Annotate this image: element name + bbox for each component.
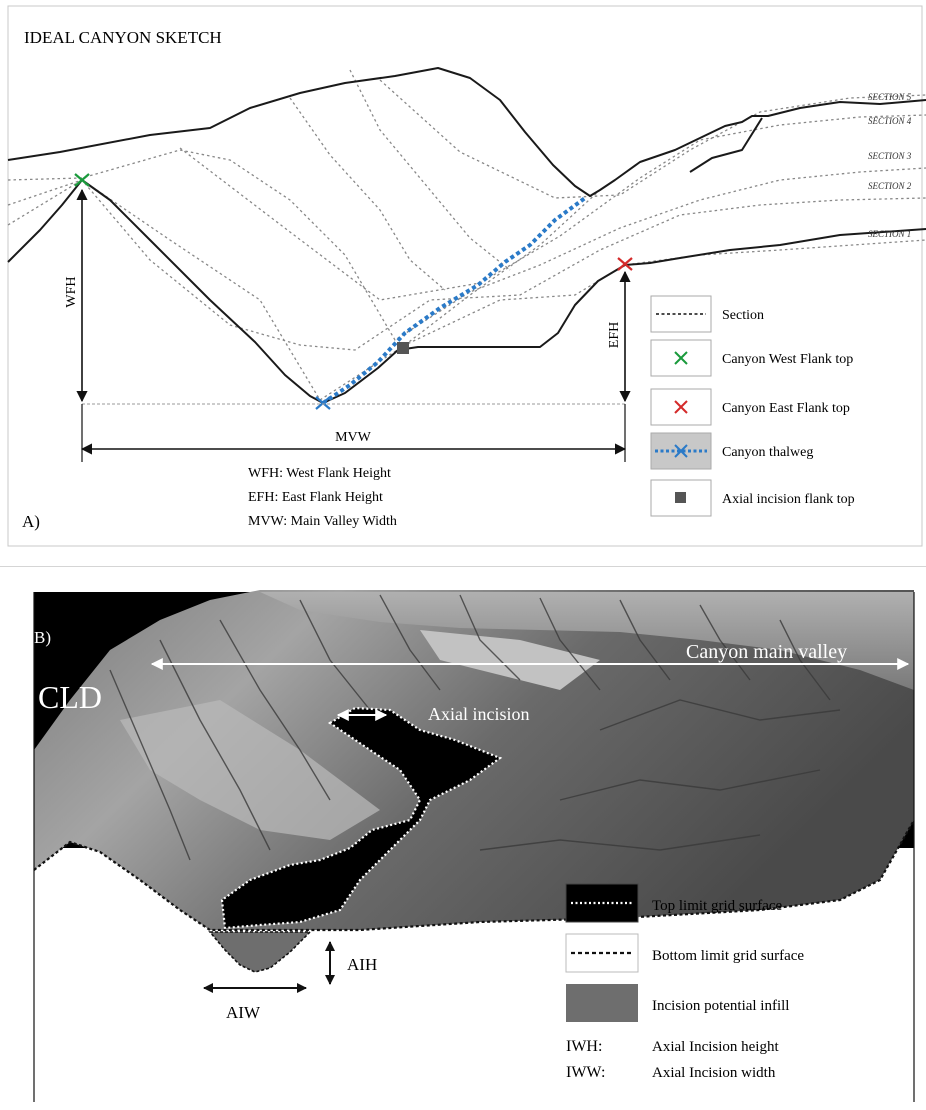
legend-label-section: Section	[722, 308, 764, 323]
section-label-3: SECTION 3	[868, 151, 912, 161]
incision-infill	[208, 931, 312, 973]
mvw-label: MVW	[335, 430, 372, 445]
legend-label-thalweg: Canyon thalweg	[722, 445, 813, 460]
east-ridge-outline	[689, 117, 763, 173]
section-line-inner-a	[289, 97, 446, 291]
panel-b-label: B)	[34, 628, 51, 647]
panel-a-frame	[7, 5, 923, 547]
section-line-2	[7, 179, 926, 351]
panel-b-3d-surface: B) CLD Canyon main valley Axial incision…	[0, 580, 926, 1110]
panel-divider	[0, 566, 926, 567]
section-line-5	[379, 79, 926, 199]
legend-label-bottom-limit: Bottom limit grid surface	[652, 948, 804, 964]
canyon-thalweg-line	[321, 196, 587, 405]
efh-label: EFH	[607, 322, 622, 348]
legend-label-east-flank: Canyon East Flank top	[722, 401, 850, 416]
abbr-iwh-text: Axial Incision height	[652, 1039, 779, 1055]
red-x-icon	[617, 257, 633, 271]
panel-a-label: A)	[22, 512, 40, 531]
panel-a-canyon-sketch: IDEAL CANYON SKETCH WFH EFH MV	[7, 5, 926, 547]
section-line-inner-b	[349, 69, 511, 271]
abbr-iww: IWW:	[566, 1064, 605, 1081]
gray-square-icon	[397, 342, 409, 354]
blue-x-icon	[674, 444, 688, 458]
green-x-icon	[74, 173, 90, 187]
legend-label-top-limit: Top limit grid surface	[652, 898, 783, 914]
section-label-4: SECTION 4	[868, 116, 912, 126]
red-x-icon	[674, 400, 688, 414]
section-labels: SECTION 5 SECTION 4 SECTION 3 SECTION 2 …	[868, 92, 912, 239]
sketch-title: IDEAL CANYON SKETCH	[24, 28, 222, 47]
legend-label-axial-flank: Axial incision flank top	[722, 492, 855, 507]
aih-label: AIH	[347, 955, 377, 974]
gray-square-icon	[675, 492, 686, 503]
wfh-label: WFH	[64, 276, 79, 307]
green-x-icon	[674, 351, 688, 365]
top-limit-grid-surface	[222, 708, 500, 928]
panel-b-legend: Top limit grid surface Bottom limit grid…	[565, 883, 804, 1081]
section-label-1: SECTION 1	[868, 229, 911, 239]
legend-box-infill	[566, 984, 638, 1022]
bottom-limit-outline	[33, 819, 915, 932]
definition-wfh: WFH: West Flank Height	[248, 466, 391, 481]
cld-label: CLD	[38, 679, 102, 715]
definition-efh: EFH: East Flank Height	[248, 490, 383, 505]
section-lines	[7, 69, 926, 401]
far-canyon-wall	[260, 592, 914, 690]
aiw-label: AIW	[226, 1003, 261, 1022]
west-flank-highlight	[120, 700, 380, 840]
section-line-4	[179, 114, 926, 301]
legend-label-infill: Incision potential infill	[652, 998, 789, 1014]
section-label-5: SECTION 5	[868, 92, 912, 102]
abbr-iww-text: Axial Incision width	[652, 1065, 776, 1081]
abbr-iwh: IWH:	[566, 1038, 602, 1055]
section-label-2: SECTION 2	[868, 181, 912, 191]
definition-mvw: MVW: Main Valley Width	[248, 514, 397, 529]
section-line-3	[7, 149, 926, 341]
legend-label-west-flank: Canyon West Flank top	[722, 352, 853, 367]
top-limit-outline	[220, 706, 503, 930]
blue-x-icon	[315, 396, 331, 410]
axial-incision-label: Axial incision	[428, 704, 530, 724]
panel-a-legend: Section Canyon West Flank top Canyon Eas…	[650, 295, 855, 517]
upper-rim-outline	[7, 67, 926, 197]
main-valley-label: Canyon main valley	[686, 641, 847, 663]
